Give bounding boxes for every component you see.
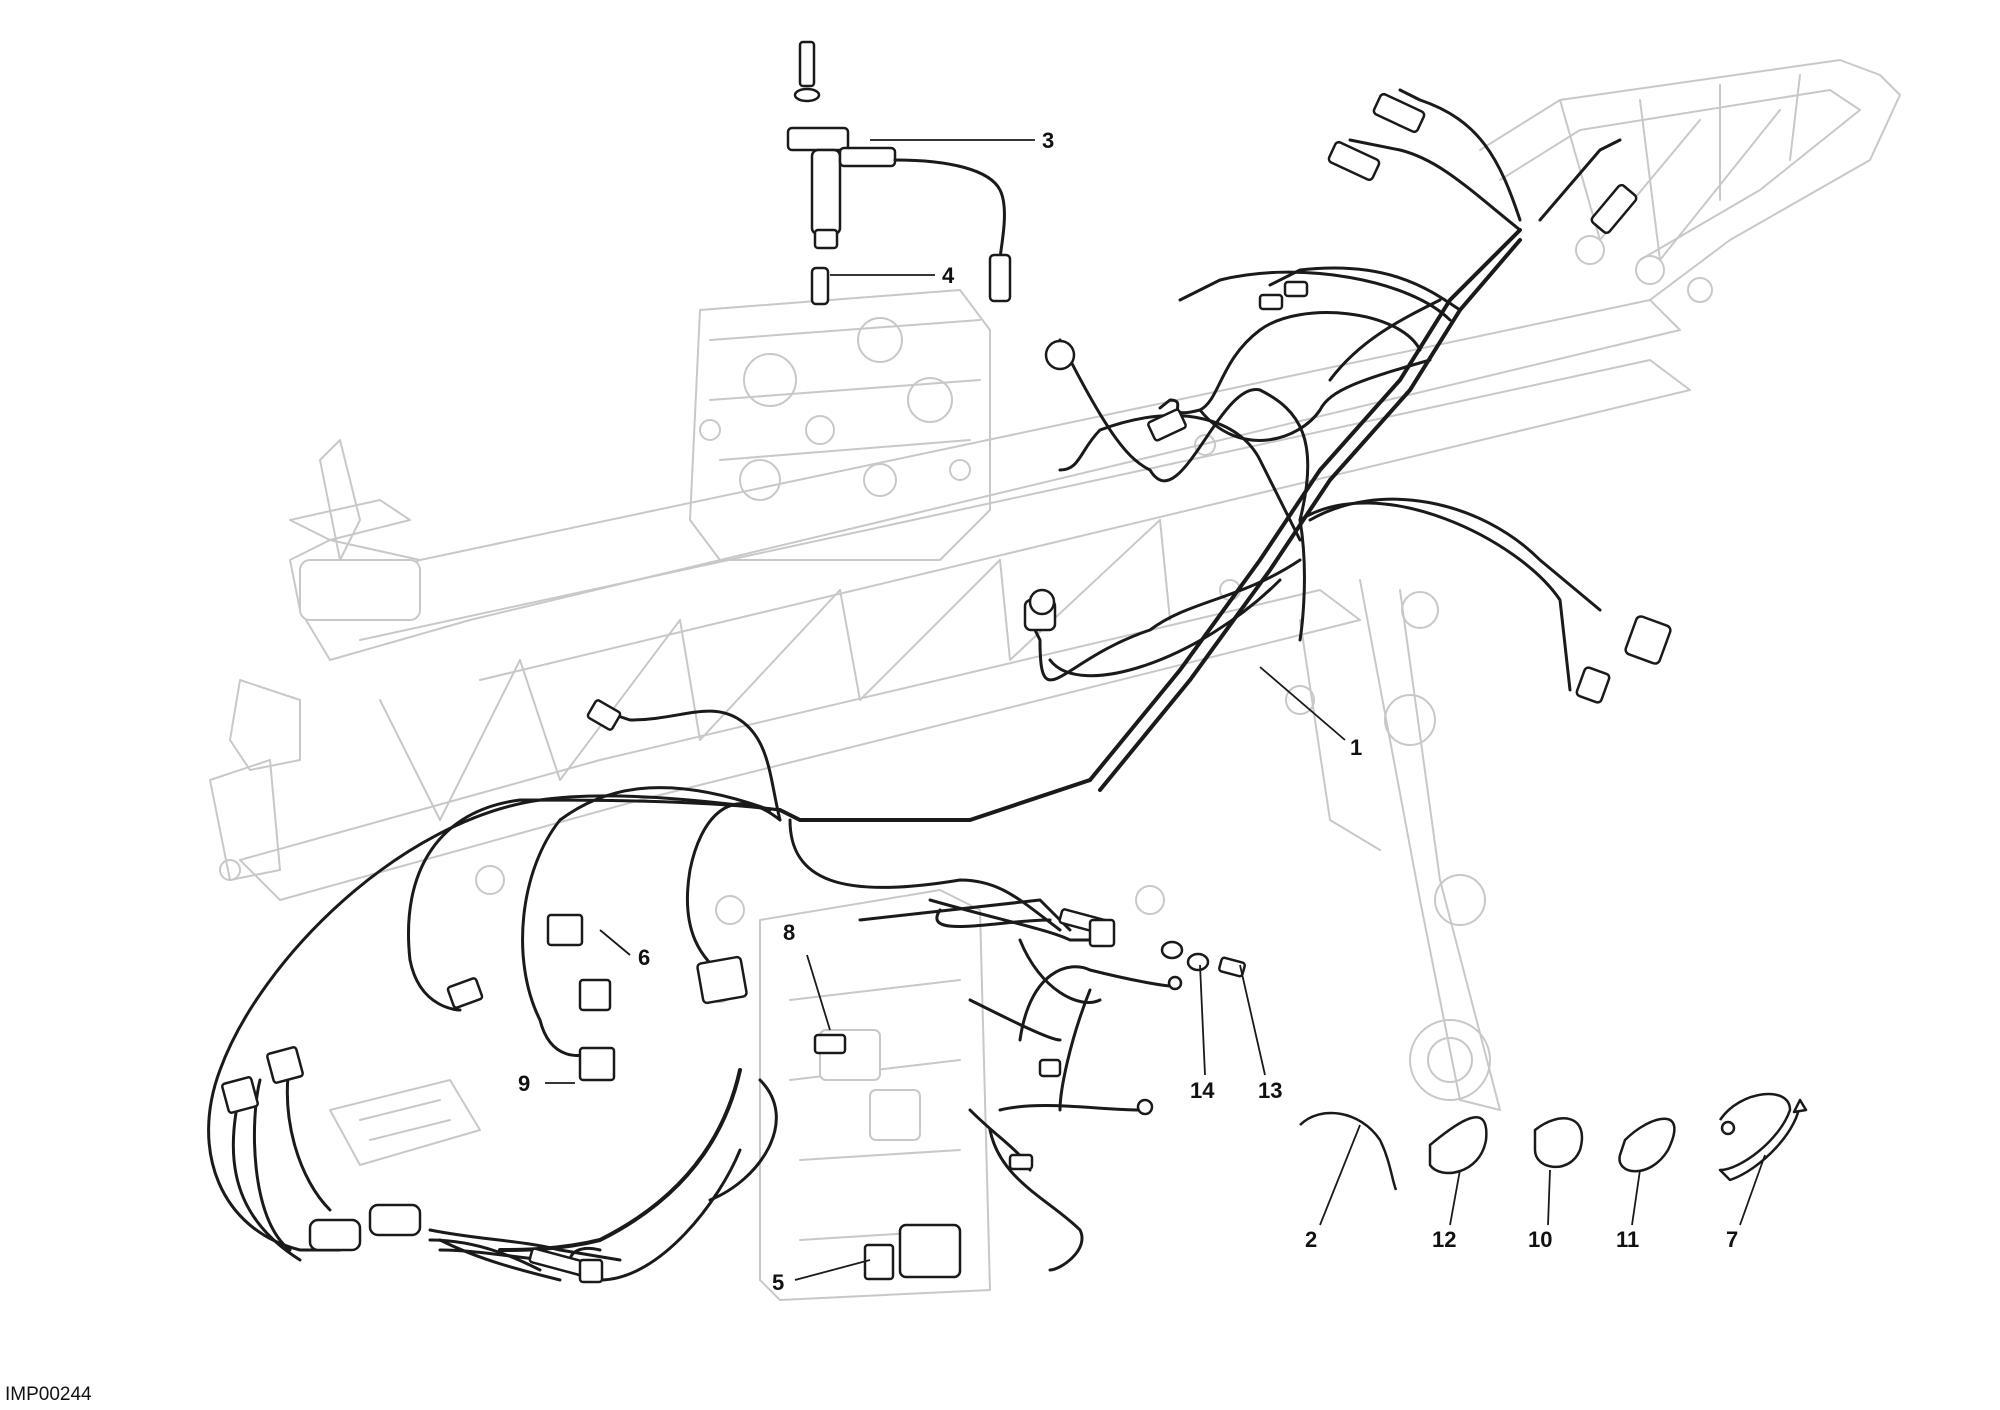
callout-1: 1 bbox=[1350, 735, 1362, 760]
callout-10: 10 bbox=[1528, 1227, 1552, 1252]
callout-3: 3 bbox=[1042, 128, 1054, 153]
callout-7: 7 bbox=[1726, 1227, 1738, 1252]
callout-8: 8 bbox=[783, 920, 795, 945]
callout-4: 4 bbox=[942, 263, 955, 288]
connectors bbox=[221, 40, 1808, 1284]
frame-ghost bbox=[209, 59, 1901, 1301]
callout-11: 11 bbox=[1616, 1227, 1639, 1252]
leader-lines bbox=[545, 139, 1766, 1281]
callout-13: 13 bbox=[1258, 1078, 1282, 1103]
callout-2: 2 bbox=[1305, 1227, 1317, 1252]
drawing-reference-code: IMP00244 bbox=[5, 1384, 92, 1405]
callouts: 1 2 3 4 5 6 7 8 9 10 11 12 13 14 bbox=[518, 128, 1738, 1295]
main-wiring-harness bbox=[207, 88, 1622, 1282]
callout-5: 5 bbox=[772, 1270, 784, 1295]
callout-6: 6 bbox=[638, 945, 650, 970]
callout-12: 12 bbox=[1432, 1227, 1456, 1252]
callout-9: 9 bbox=[518, 1071, 530, 1096]
callout-14: 14 bbox=[1190, 1078, 1215, 1103]
